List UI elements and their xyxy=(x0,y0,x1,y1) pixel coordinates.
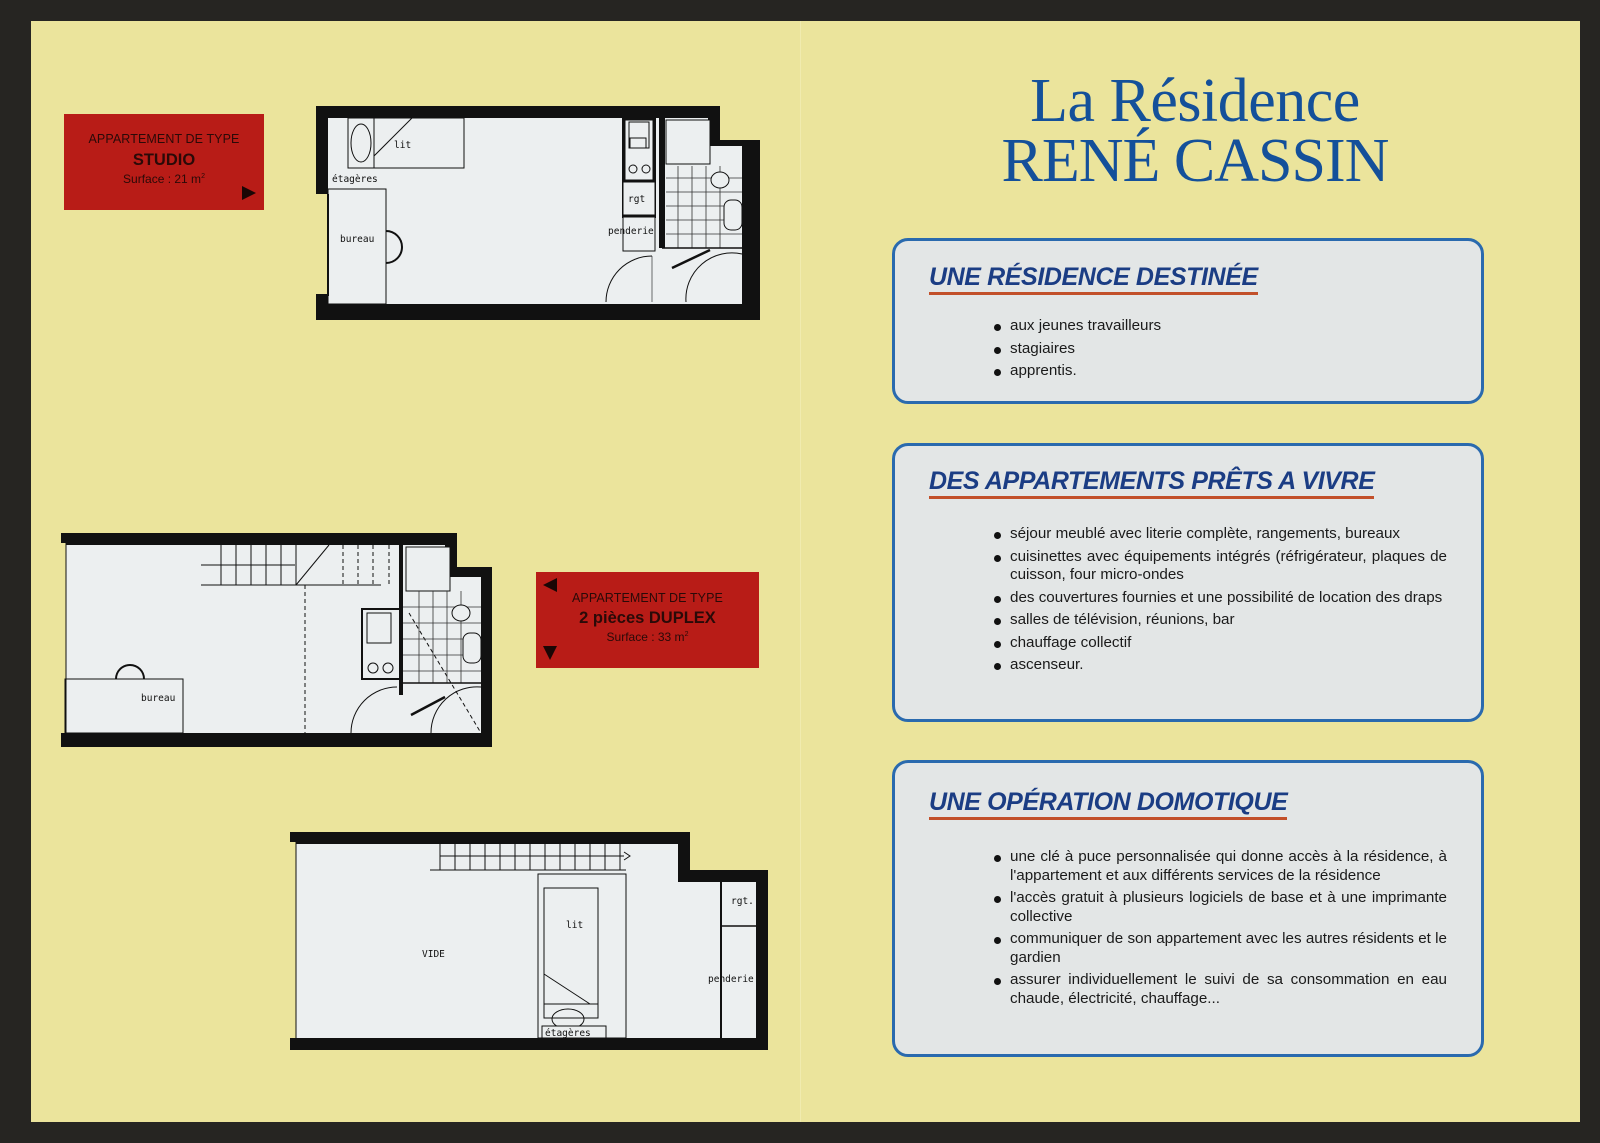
duplex-type: 2 pièces DUPLEX xyxy=(579,609,716,627)
plan-label-bureau: bureau xyxy=(340,234,374,245)
section-list: séjour meublé avec literie complète, ran… xyxy=(994,525,1447,679)
duplex-upper-floor-plan: lit étagères VIDE rgt. penderie xyxy=(290,832,768,1050)
plan-label-rgt-upper: rgt. xyxy=(731,896,754,907)
title-line-1: La Résidence xyxy=(1030,67,1360,135)
studio-floor-plan: lit étagères bureau rgt penderie xyxy=(316,106,760,320)
list-item: assurer individuellement le suivi de sa … xyxy=(994,971,1447,1008)
studio-surface: Surface : 21 m2 xyxy=(123,172,205,186)
section-list: aux jeunes travailleurs stagiaires appre… xyxy=(994,317,1447,385)
plan-label-bureau-duplex: bureau xyxy=(141,693,175,704)
section-heading: UNE OPÉRATION DOMOTIQUE xyxy=(929,787,1288,820)
duplex-surface: Surface : 33 m2 xyxy=(606,630,689,644)
fold-line xyxy=(800,21,801,1122)
list-item: cuisinettes avec équipements intégrés (r… xyxy=(994,548,1447,585)
title-line-2: RENÉ CASSIN xyxy=(1001,127,1390,195)
plan-label-lit: lit xyxy=(394,140,411,151)
list-item: l'accès gratuit à plusieurs logiciels de… xyxy=(994,889,1447,926)
section-heading: UNE RÉSIDENCE DESTINÉE xyxy=(929,262,1258,295)
studio-kicker: APPARTEMENT DE TYPE xyxy=(88,132,240,146)
plan-label-etageres-upper: étagères xyxy=(545,1028,591,1039)
duplex-kicker: APPARTEMENT DE TYPE xyxy=(571,591,723,605)
section-list: une clé à puce personnalisée qui donne a… xyxy=(994,848,1447,1012)
duplex-lower-floor-plan: bureau xyxy=(61,533,492,747)
section-heading: DES APPARTEMENTS PRÊTS A VIVRE xyxy=(929,466,1375,499)
plan-label-etageres: étagères xyxy=(332,174,378,185)
studio-type: STUDIO xyxy=(132,151,196,169)
list-item: stagiaires xyxy=(994,340,1447,359)
list-item: séjour meublé avec literie complète, ran… xyxy=(994,525,1447,544)
plan-label-penderie: penderie xyxy=(608,226,654,237)
plan-label-rgt: rgt xyxy=(628,194,645,205)
list-item: chauffage collectif xyxy=(994,634,1447,653)
duplex-type-label: APPARTEMENT DE TYPE 2 pièces DUPLEX Surf… xyxy=(536,572,759,668)
section-appartements-prets: DES APPARTEMENTS PRÊTS A VIVRE séjour me… xyxy=(892,443,1484,722)
arrow-right-icon xyxy=(242,186,256,200)
list-item: une clé à puce personnalisée qui donne a… xyxy=(994,848,1447,885)
studio-type-label: APPARTEMENT DE TYPE STUDIO Surface : 21 … xyxy=(64,114,264,210)
plan-label-lit-upper: lit xyxy=(566,920,583,931)
plan-label-vide: VIDE xyxy=(422,949,445,960)
list-item: communiquer de son appartement avec les … xyxy=(994,930,1447,967)
list-item: aux jeunes travailleurs xyxy=(994,317,1447,336)
list-item: des couvertures fournies et une possibil… xyxy=(994,589,1447,608)
list-item: salles de télévision, réunions, bar xyxy=(994,611,1447,630)
brochure-title: La Résidence RENÉ CASSIN xyxy=(960,70,1430,192)
list-item: apprentis. xyxy=(994,362,1447,381)
section-residence-destinee: UNE RÉSIDENCE DESTINÉE aux jeunes travai… xyxy=(892,238,1484,404)
list-item: ascenseur. xyxy=(994,656,1447,675)
plan-label-penderie-upper: penderie xyxy=(708,974,754,985)
arrow-left-icon xyxy=(543,578,557,592)
arrow-down-icon xyxy=(543,646,557,660)
section-operation-domotique: UNE OPÉRATION DOMOTIQUE une clé à puce p… xyxy=(892,760,1484,1057)
